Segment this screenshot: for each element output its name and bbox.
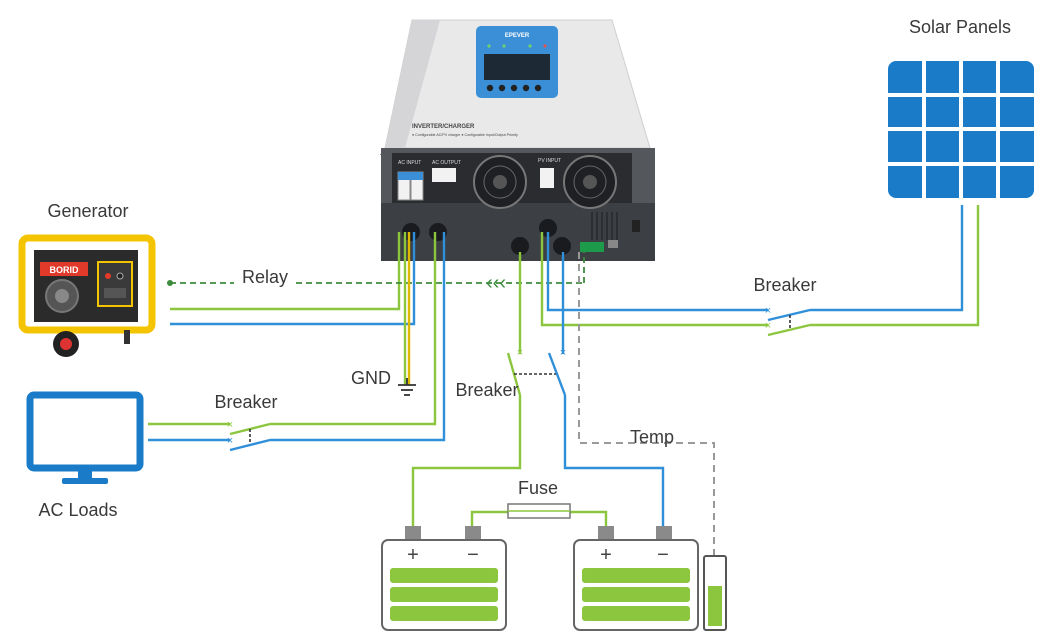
breaker-ac-loads: × × [227, 419, 271, 452]
wire-battery-negative [563, 395, 665, 528]
pv-input-label: PV INPUT [538, 158, 561, 164]
relay-arrows: ‹‹‹ [486, 272, 506, 294]
wire-generator-neutral [170, 232, 416, 326]
cooling-fan-left [473, 155, 527, 209]
wire-generator-live [170, 232, 401, 311]
battery-plus-terminal: + [407, 544, 419, 566]
wire-pv-positive [810, 205, 980, 327]
label-relay: Relay [242, 267, 288, 287]
label-breaker-pv: Breaker [753, 275, 816, 295]
svg-text:×: × [517, 347, 523, 359]
cooling-fan-right [563, 155, 617, 209]
label-fuse: Fuse [518, 478, 558, 498]
label-breaker-ac: Breaker [214, 392, 277, 412]
rj45-port [608, 240, 618, 248]
wire-ac-output-live [270, 232, 437, 426]
temperature-sensor [703, 555, 727, 631]
relay-node [167, 280, 173, 286]
svg-text:×: × [765, 305, 771, 317]
wire-pv-negative [810, 205, 964, 312]
label-gnd: GND [351, 368, 391, 388]
wire-battery-positive [411, 395, 522, 528]
battery-minus-terminal: − [657, 544, 669, 566]
lcd-screen [484, 54, 550, 80]
inverter-charger: EPEVER INVERTER/CHARGER ● Configurable A… [380, 19, 655, 261]
label-generator: Generator [47, 201, 128, 221]
generator: BORID [18, 234, 156, 357]
battery-right: + − [573, 526, 699, 631]
svg-text:×: × [227, 435, 233, 447]
wire-temp-sensor [578, 252, 715, 556]
solar-panel [888, 61, 1034, 198]
svg-text:×: × [227, 419, 233, 431]
power-switch [632, 220, 640, 232]
label-breaker-battery: Breaker [455, 380, 518, 400]
label-solar-panels: Solar Panels [909, 17, 1011, 37]
svg-text:×: × [560, 347, 566, 359]
breaker-pv: × × [765, 305, 811, 337]
svg-text:×: × [765, 320, 771, 332]
brand-logo: EPEVER [505, 33, 530, 39]
generator-badge: BORID [50, 265, 80, 275]
label-ac-loads: AC Loads [38, 500, 117, 520]
ac-input-label: AC INPUT [398, 160, 421, 166]
label-temp: Temp [630, 427, 674, 447]
signal-terminal [580, 242, 604, 252]
battery-minus-terminal: − [467, 544, 479, 566]
inverter-subtitle: ● Configurable AC/PV charger ● Configura… [412, 133, 518, 137]
wire-ac-output-neutral [270, 232, 446, 442]
battery-left: + − [381, 526, 507, 631]
battery-plus-terminal: + [600, 544, 612, 566]
ground-symbol [398, 378, 416, 396]
inverter-title: INVERTER/CHARGER [412, 124, 475, 130]
ac-output-label: AC OUTPUT [432, 160, 461, 166]
monitor-icon [26, 391, 144, 484]
breaker-battery: × × [506, 347, 566, 396]
